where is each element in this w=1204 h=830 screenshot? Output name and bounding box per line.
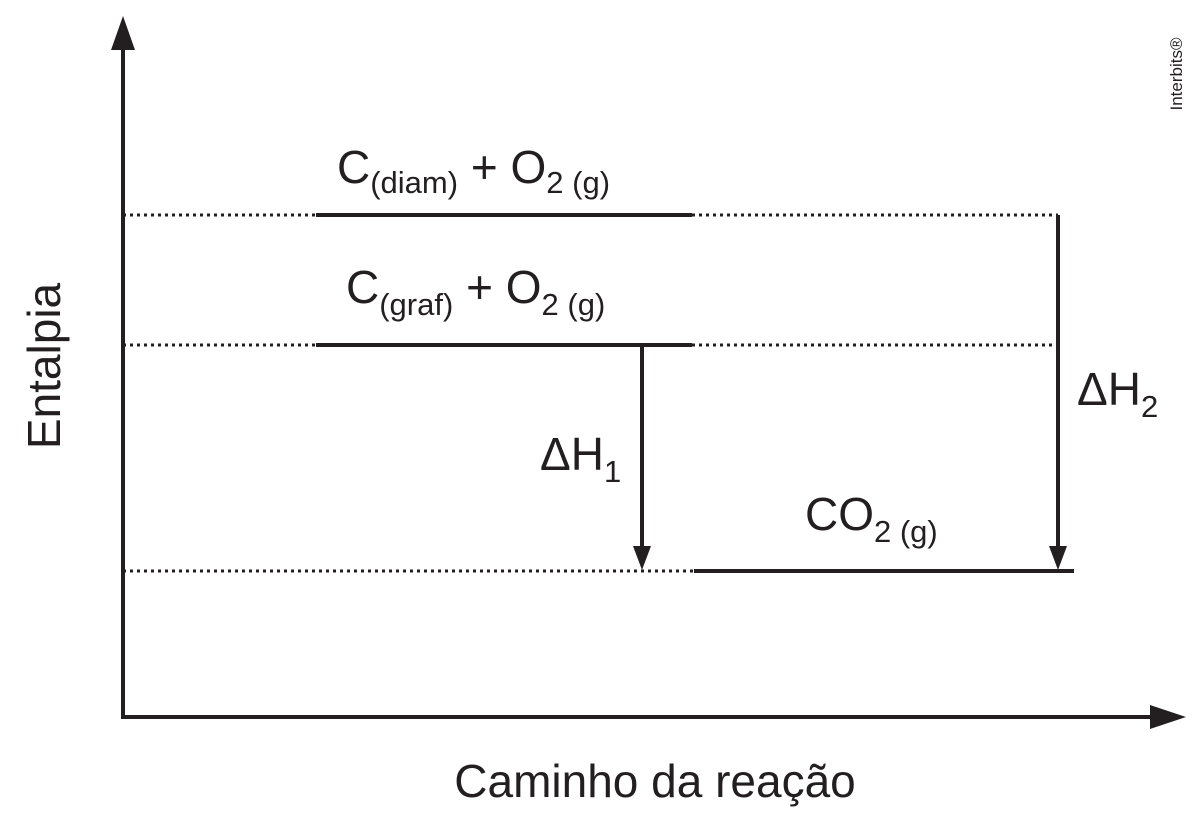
graphite-plus: + <box>453 261 505 313</box>
y-axis-label: Entalpia <box>18 282 70 449</box>
product-index: 2 <box>874 514 891 549</box>
diamond-plus: + <box>458 141 510 193</box>
dh1-label: ΔH1 <box>540 428 621 489</box>
dh2-index: 2 <box>1141 389 1158 424</box>
x-axis-label: Caminho da reação <box>454 755 855 807</box>
product-level-label: CO2 (g) <box>805 488 938 549</box>
dh2-symbol: ΔH <box>1077 363 1141 415</box>
product-species: CO <box>805 488 874 540</box>
graphite-oxygen-state: (g) <box>559 287 606 322</box>
diamond-oxygen-index: 2 <box>546 165 563 200</box>
dh1-symbol: ΔH <box>540 428 604 480</box>
dh1-arrowhead <box>633 546 651 570</box>
dh2-arrowhead <box>1049 546 1067 570</box>
graphite-level-label: C(graf) + O2 (g) <box>346 261 605 322</box>
product-state: (g) <box>891 514 938 549</box>
graphite-species: C <box>346 261 379 313</box>
diamond-oxygen-state: (g) <box>564 165 611 200</box>
x-axis-arrowhead <box>1150 705 1186 729</box>
graphite-state: (graf) <box>379 287 453 322</box>
diamond-oxygen: O <box>511 141 547 193</box>
credit-watermark: Interbits® <box>1167 37 1186 110</box>
y-axis-arrowhead <box>111 16 135 50</box>
graphite-oxygen-index: 2 <box>542 287 559 322</box>
diamond-level-label: C(diam) + O2 (g) <box>337 141 610 200</box>
diamond-species: C <box>337 141 370 193</box>
dh2-label: ΔH2 <box>1077 363 1158 424</box>
diamond-state: (diam) <box>370 165 458 200</box>
graphite-oxygen: O <box>506 261 542 313</box>
dh1-index: 1 <box>604 454 621 489</box>
